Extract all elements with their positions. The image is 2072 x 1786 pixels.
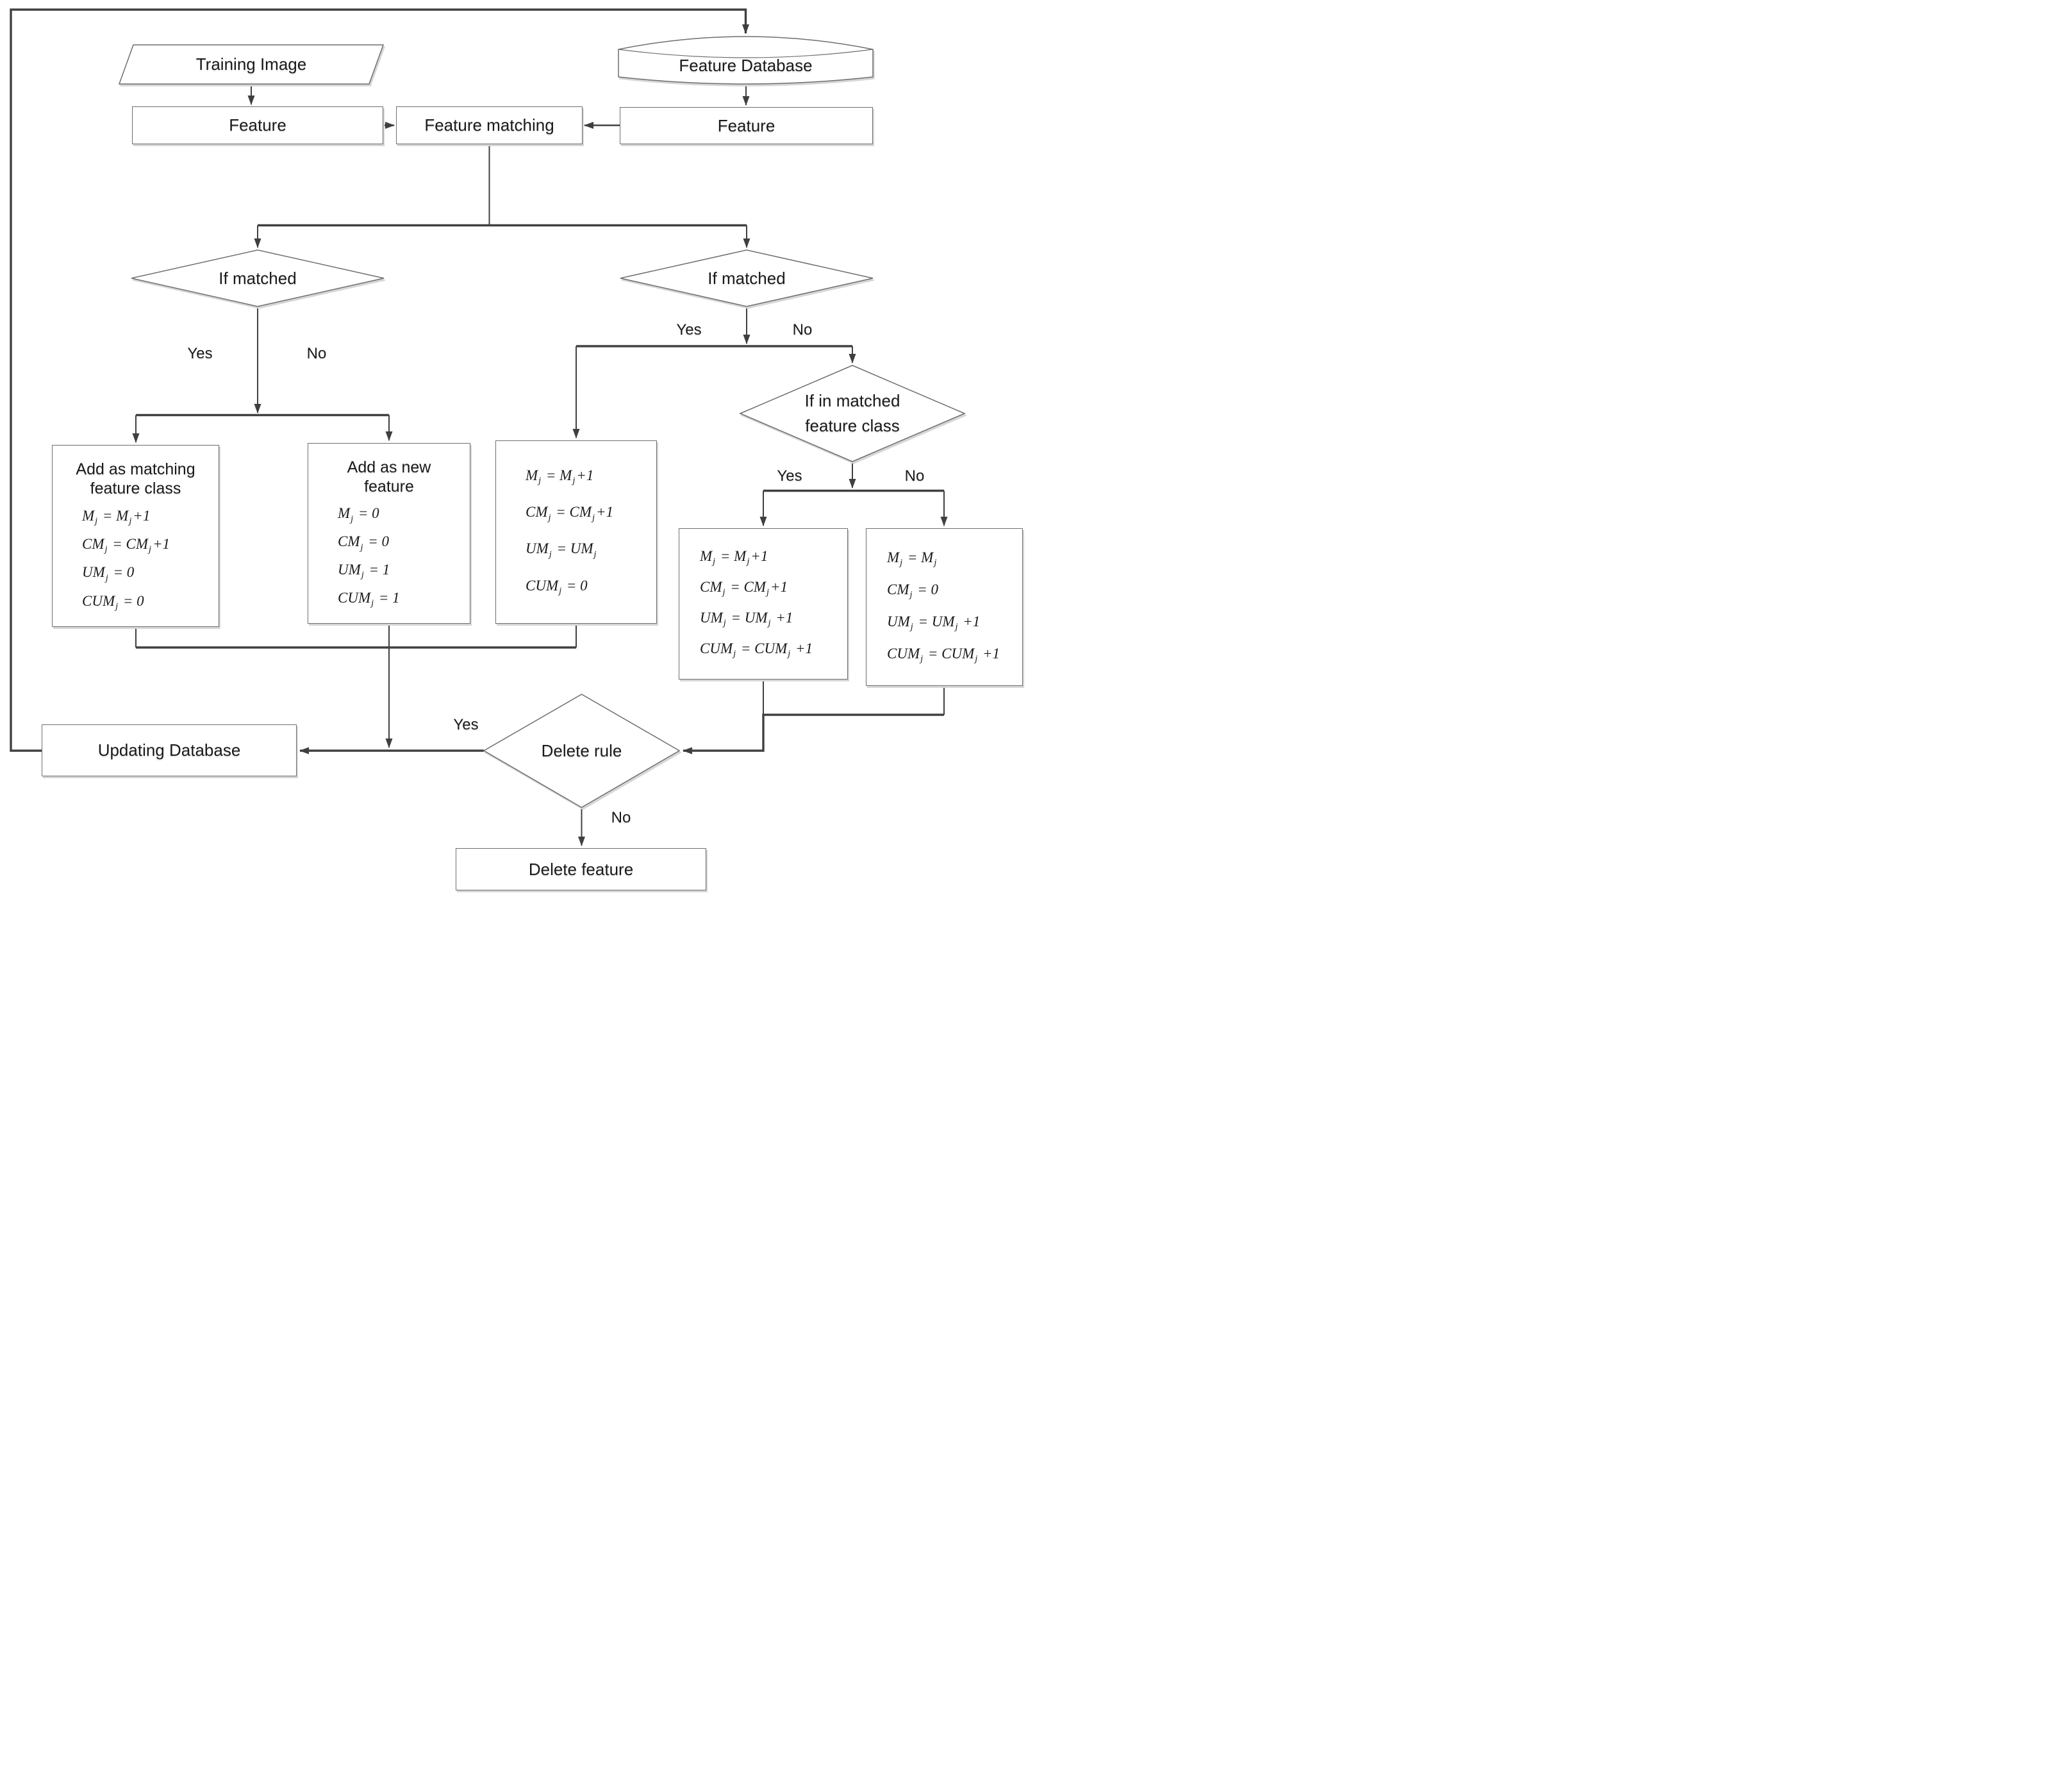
flowchart-canvas: Training Image Feature Database If match… [0, 0, 1036, 893]
formula-line: CMj = 0 [887, 581, 938, 601]
branch-label-yes: Yes [453, 716, 479, 733]
formula-line: CMj = CMj+1 [700, 578, 788, 598]
in-class-yes-counts-box: Mj = Mj+1 CMj = CMj+1 UMj = UMj +1 CUMj … [679, 528, 848, 680]
branch-label-yes: Yes [777, 467, 802, 485]
add-as-matching-title: Add as matching feature class [76, 460, 195, 498]
feature-matching-box: Feature matching [396, 106, 583, 144]
formula-line: CUMj = 0 [82, 592, 144, 612]
edge-updating-database-to-feature-database [10, 8, 749, 752]
delete-rule-label: Delete rule [541, 740, 622, 760]
add-as-new-box: Add as new feature Mj = 0 CMj = 0 UMj = … [308, 443, 470, 624]
if-matched-right-label: If matched [708, 268, 786, 288]
feature-from-image-box: Feature [132, 106, 383, 144]
formula-line: CMj = 0 [338, 533, 389, 553]
if-in-matched-class-diamond [739, 365, 966, 462]
in-class-no-counts-box: Mj = Mj CMj = 0 UMj = UMj +1 CUMj = CUMj… [866, 528, 1023, 686]
branch-label-no: No [792, 321, 813, 338]
formula-line: CUMj = CUMj +1 [700, 640, 813, 660]
formula-line: CUMj = 1 [338, 590, 400, 609]
formula-line: Mj = Mj+1 [82, 507, 151, 527]
formula-line: CUMj = 0 [526, 577, 588, 597]
matched-counts-box: Mj = Mj+1 CMj = CMj+1 UMj = UMj CUMj = 0 [495, 440, 657, 624]
feature-database-rim [618, 49, 874, 58]
feature-from-db-box: Feature [620, 107, 873, 144]
if-matched-right-diamond [620, 249, 874, 307]
formula-line: Mj = Mj [887, 549, 937, 569]
branch-label-no: No [306, 345, 327, 362]
branch-label-yes: Yes [676, 321, 702, 338]
formula-line: CMj = CMj+1 [82, 536, 170, 555]
formula-line: UMj = UMj +1 [700, 609, 793, 629]
training-image-parallelogram [118, 44, 385, 85]
branch-label-no: No [611, 809, 631, 826]
add-as-matching-box: Add as matching feature class Mj = Mj+1 … [52, 445, 219, 627]
delete-feature-box: Delete feature [456, 848, 706, 890]
formula-line: Mj = Mj+1 [700, 547, 768, 567]
edge-merge-bar-right-to-delete-rule [683, 714, 944, 755]
formula-line: UMj = 0 [82, 564, 135, 583]
formula-line: Mj = Mj+1 [526, 467, 594, 487]
if-matched-left-label: If matched [219, 268, 297, 288]
formula-line: UMj = UMj +1 [887, 613, 981, 633]
formula-line: CMj = CMj+1 [526, 504, 613, 523]
diagram-layer [10, 8, 966, 846]
branch-label-yes: Yes [187, 345, 213, 362]
formula-line: UMj = 1 [338, 562, 390, 581]
feature-database-label: Feature Database [679, 55, 813, 75]
formula-line: UMj = UMj [526, 540, 597, 560]
formula-line: Mj = 0 [338, 505, 379, 524]
updating-database-box: Updating Database [42, 724, 297, 776]
feature-database-shape [618, 36, 874, 85]
delete-rule-diamond [483, 694, 681, 808]
training-image-label: Training Image [195, 54, 307, 74]
if-matched-left-diamond [131, 249, 385, 307]
branch-label-no: No [904, 467, 925, 485]
formula-line: CUMj = CUMj +1 [887, 645, 1000, 665]
add-as-new-title: Add as new feature [347, 458, 431, 496]
if-in-matched-class-label: If in matched feature class [804, 391, 900, 435]
